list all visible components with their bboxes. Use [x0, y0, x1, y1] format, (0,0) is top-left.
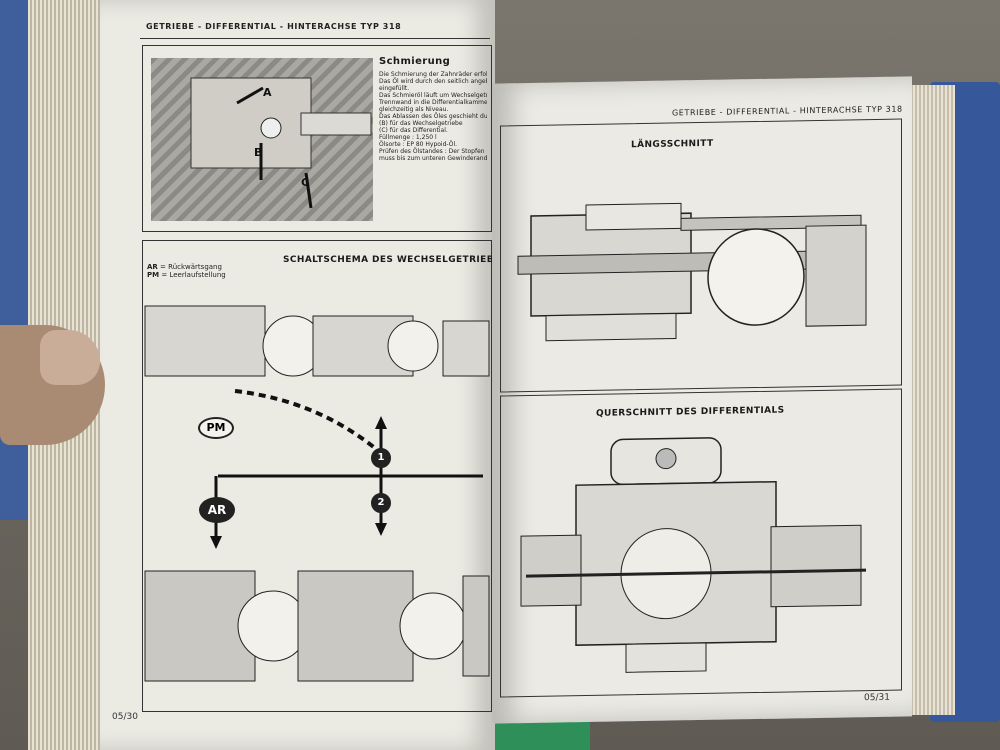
longitudinal-section-drawing [517, 202, 867, 342]
differential-section-drawing [520, 437, 866, 673]
lubrication-line: (C) für das Differential. [379, 127, 448, 134]
longitudinal-section-frame: LÄNGSSCHNITT [500, 118, 902, 393]
legend-value-ar: Rückwärtsgang [168, 263, 222, 271]
schema-frame: SCHALTSCHEMA DES WECHSELGETRIEBES AR = R… [142, 240, 507, 712]
gearbox-photo-illustration [190, 77, 372, 209]
gear-2-label: 2 [371, 493, 391, 513]
lubrication-text-block: Schmierung Die Schmierung der Zahnräder … [379, 56, 487, 226]
left-page-header: GETRIEBE - DIFFERENTIAL - HINTERACHSE TY… [146, 22, 402, 31]
right-page: GETRIEBE - DIFFERENTIAL - HINTERACHSE TY… [492, 76, 912, 724]
header-rule [140, 38, 490, 39]
lubrication-line: Das Öl wird durch den seitlich angebrach… [379, 78, 487, 85]
differential-section-frame: QUERSCHNITT DES DIFFERENTIALS [500, 388, 902, 698]
ar-label: AR [199, 497, 235, 523]
legend-key-ar: AR [147, 263, 158, 271]
differential-section-title: QUERSCHNITT DES DIFFERENTIALS [596, 405, 785, 419]
lubrication-line: Füllmenge : 1,250 l [379, 134, 437, 141]
pm-label: PM [198, 417, 234, 439]
lubrication-line: gleichzeitig als Niveau. [379, 106, 449, 113]
gear-1-label: 1 [371, 448, 391, 468]
lubrication-line: Das Schmieröl läuft um Wechselgetriebe u… [379, 92, 487, 99]
right-page-number: 05/31 [864, 692, 890, 704]
photo-label-c: C [301, 176, 310, 189]
pm-shift-path [234, 389, 390, 461]
lubrication-title: Schmierung [379, 56, 451, 67]
gear-diagram-bottom [144, 570, 490, 682]
lubrication-line: Die Schmierung der Zahnräder erfolgt dur… [379, 71, 487, 78]
legend-item: PM = Leerlaufstellung [147, 271, 226, 279]
left-page-number: 05/30 [112, 712, 138, 722]
legend-key-pm: PM [147, 271, 160, 279]
longitudinal-section-title: LÄNGSSCHNITT [631, 138, 714, 151]
gear-diagram-top [144, 305, 490, 377]
schema-legend: AR = Rückwärtsgang PM = Leerlaufstellung [147, 263, 226, 279]
lubrication-line: Ölsorte : EP 80 Hypoid-Öl. [379, 141, 458, 148]
photo-label-a: A [263, 86, 272, 99]
shift-schema-drawings [144, 305, 490, 682]
left-page: GETRIEBE - DIFFERENTIAL - HINTERACHSE TY… [100, 0, 507, 750]
gearbox-photo: A B C [151, 58, 373, 221]
lubrication-line: muss bis zum unteren Gewinderand [379, 155, 487, 162]
schema-title: SCHALTSCHEMA DES WECHSELGETRIEBES [283, 255, 508, 265]
lubrication-line: eingefüllt. [379, 85, 410, 92]
lubrication-line: (B) für das Wechselgetriebe [379, 120, 463, 127]
lubrication-line: Trennwand in die Differentialkammer [379, 99, 487, 106]
lubrication-line: Prüfen des Ölstandes : Der Stopfen (A) [379, 148, 487, 155]
page-stack-right [905, 85, 955, 715]
legend-item: AR = Rückwärtsgang [147, 263, 222, 271]
thumbnail-nail [40, 330, 100, 385]
photo-label-b: B [254, 146, 263, 159]
lubrication-line: Das Ablassen des Öles geschieht durch [379, 113, 487, 120]
top-section-frame: A B C Schmierung Die Schmierung der Zahn… [142, 45, 492, 232]
right-page-header: GETRIEBE - DIFFERENTIAL - HINTERACHSE TY… [672, 104, 903, 118]
legend-value-pm: Leerlaufstellung [169, 271, 226, 279]
